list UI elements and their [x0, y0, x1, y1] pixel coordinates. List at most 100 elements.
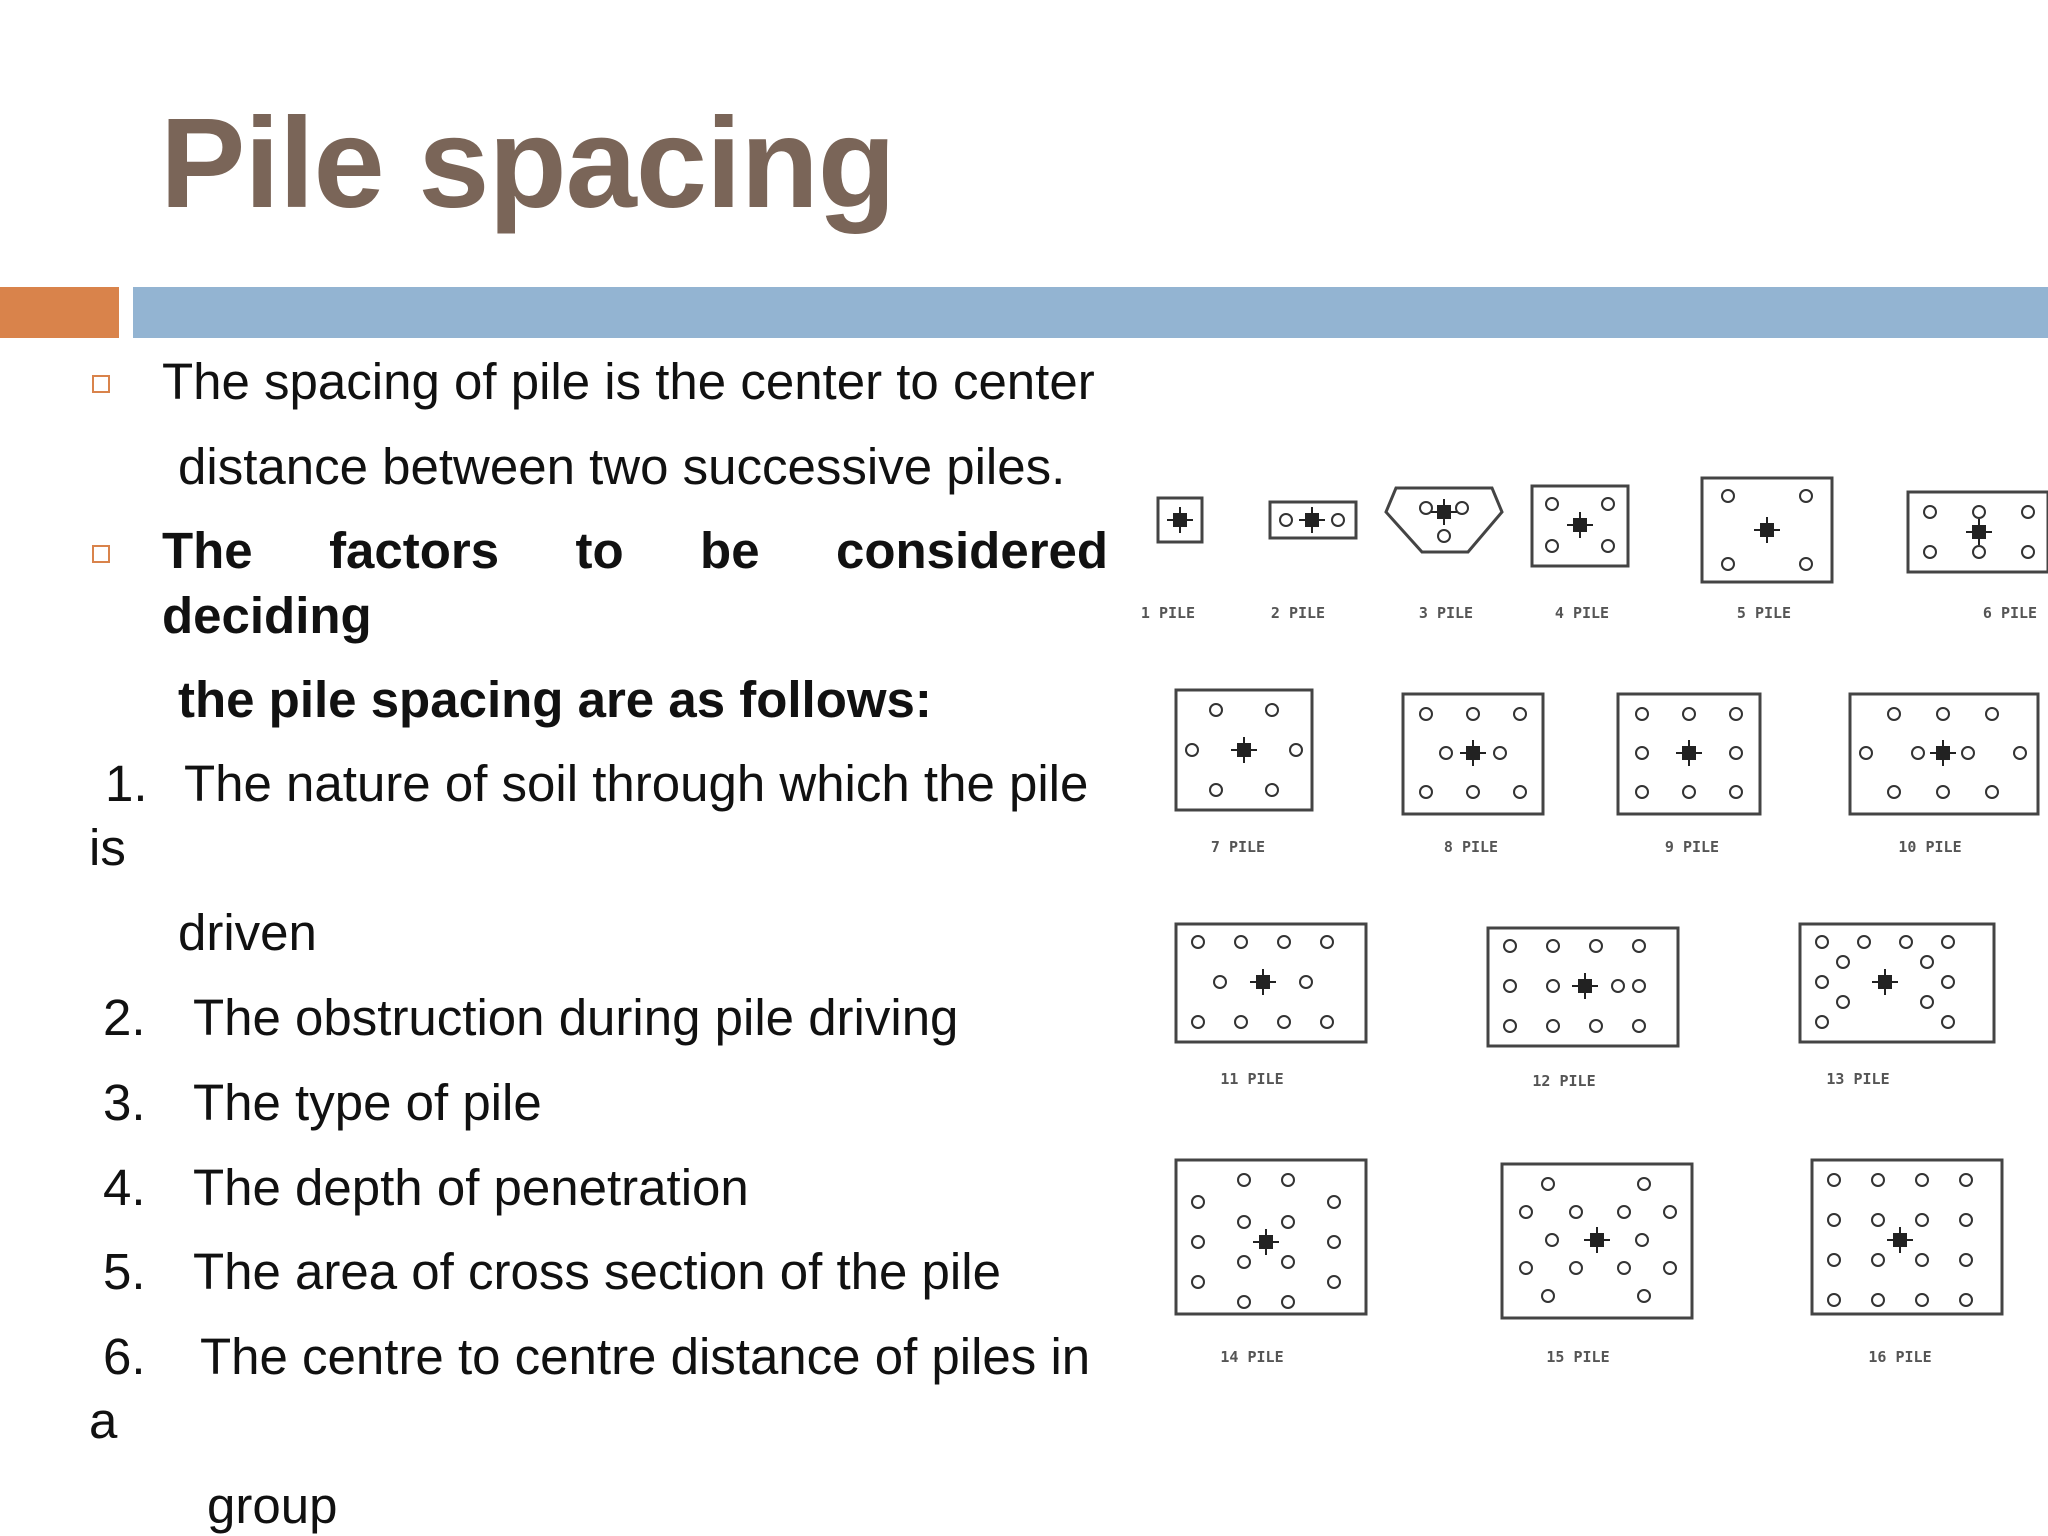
pile-circle: [2021, 505, 2035, 519]
pile-circle: [1191, 1015, 1205, 1029]
pile-circle: [1635, 1233, 1649, 1247]
pile-circle: [1237, 1173, 1251, 1187]
pile-circle: [1191, 1195, 1205, 1209]
bullet-square-icon: [92, 545, 110, 563]
pile-circle: [1729, 746, 1743, 760]
pile-cap-outline: [1616, 692, 1762, 816]
list-number: 4.: [103, 1159, 146, 1216]
pile-circle: [1871, 1293, 1885, 1307]
pile-circle: [1972, 505, 1986, 519]
pile-circle: [1466, 785, 1480, 799]
pile-circle: [1663, 1261, 1677, 1275]
pile-circle: [2013, 746, 2027, 760]
pile-circle: [1281, 1295, 1295, 1309]
pile-circle: [1419, 707, 1433, 721]
pile-cap-outline: [1906, 490, 2048, 574]
pile-circle: [1493, 746, 1507, 760]
pile-circle: [1237, 1215, 1251, 1229]
pile-circle: [1617, 1205, 1631, 1219]
pile-circle: [1632, 939, 1646, 953]
pile-group-label: 1 PILE: [1141, 604, 1195, 622]
pile-circle: [1911, 746, 1925, 760]
bullet2-line3: the pile spacing are as follows:: [178, 671, 932, 728]
slide-body: The spacing of pile is the center to cen…: [0, 340, 1150, 1536]
pile-circle: [1589, 1019, 1603, 1033]
pile-group-label: 16 PILE: [1868, 1348, 1931, 1366]
pile-circle: [1519, 1205, 1533, 1219]
pile-circle: [1961, 746, 1975, 760]
pile-cap-outline: [1848, 692, 2040, 816]
list-number: 6.: [103, 1328, 146, 1385]
bullet1-line2: distance between two successive piles.: [178, 438, 1066, 495]
pile-circle: [1682, 785, 1696, 799]
pile-cap-outline: [1500, 1162, 1694, 1320]
pile-circle: [1327, 1195, 1341, 1209]
pile-circle: [1721, 557, 1735, 571]
pile-cap-outline: [1174, 1158, 1368, 1316]
pile-circle: [1941, 975, 1955, 989]
pile-circle: [1859, 746, 1873, 760]
bullet2-word: factors: [329, 522, 500, 579]
pile-circle: [1635, 707, 1649, 721]
pile-circle: [1419, 501, 1433, 515]
pile-circle: [1281, 1255, 1295, 1269]
pile-circle: [1513, 785, 1527, 799]
pile-circle: [1635, 746, 1649, 760]
pile-circle: [1729, 707, 1743, 721]
pile-circle: [1320, 1015, 1334, 1029]
pile-circle: [1541, 1289, 1555, 1303]
pile-circle: [1541, 1177, 1555, 1191]
pile-group-label: 12 PILE: [1532, 1072, 1595, 1090]
pile-circle: [1959, 1173, 1973, 1187]
pile-circle: [1545, 1233, 1559, 1247]
pile-circle: [1569, 1205, 1583, 1219]
pile-circle: [1439, 746, 1453, 760]
list-item-wrap: a: [89, 1392, 118, 1449]
pile-circle: [1237, 1255, 1251, 1269]
pile-cap-outline: [1530, 484, 1630, 568]
pile-circle: [1871, 1173, 1885, 1187]
pile-circle: [1637, 1177, 1651, 1191]
pile-circle: [1887, 707, 1901, 721]
pile-circle: [1941, 935, 1955, 949]
pile-circle: [1277, 1015, 1291, 1029]
pile-circle: [1799, 489, 1813, 503]
pile-group-label: 9 PILE: [1665, 838, 1719, 856]
pile-circle: [1632, 1019, 1646, 1033]
pile-group-label: 6 PILE: [1983, 604, 2037, 622]
pile-circle: [1941, 1015, 1955, 1029]
pile-circle: [1729, 785, 1743, 799]
list-item-wrap: driven: [178, 904, 317, 961]
pile-circle: [1589, 939, 1603, 953]
pile-circle: [1959, 1253, 1973, 1267]
pile-circle: [1234, 1015, 1248, 1029]
pile-circle: [1611, 979, 1625, 993]
pile-circle: [1915, 1293, 1929, 1307]
pile-circle: [1836, 995, 1850, 1009]
list-number: 2.: [103, 989, 146, 1046]
list-item-wrap: is: [89, 819, 126, 876]
pile-circle: [1546, 979, 1560, 993]
pile-circle: [1569, 1261, 1583, 1275]
pile-cap-outline: [1401, 692, 1545, 816]
pile-group-label: 3 PILE: [1419, 604, 1473, 622]
bullet2-word: be: [700, 522, 760, 579]
pile-circle: [1815, 1015, 1829, 1029]
pile-circle: [1985, 785, 1999, 799]
pile-circle: [1637, 1289, 1651, 1303]
pile-circle: [1827, 1173, 1841, 1187]
pile-circle: [1632, 979, 1646, 993]
pile-circle: [1959, 1293, 1973, 1307]
list-item-text: The nature of soil through which the pil…: [184, 755, 1089, 812]
pile-circle: [1437, 529, 1451, 543]
pile-circle: [1721, 489, 1735, 503]
pile-circle: [1920, 995, 1934, 1009]
pile-circle: [1519, 1261, 1533, 1275]
pile-circle: [1827, 1293, 1841, 1307]
pile-cap-outline: [1810, 1158, 2004, 1316]
list-item-text: The centre to centre distance of piles i…: [200, 1328, 1091, 1385]
pile-circle: [1617, 1261, 1631, 1275]
pile-circle: [1545, 497, 1559, 511]
